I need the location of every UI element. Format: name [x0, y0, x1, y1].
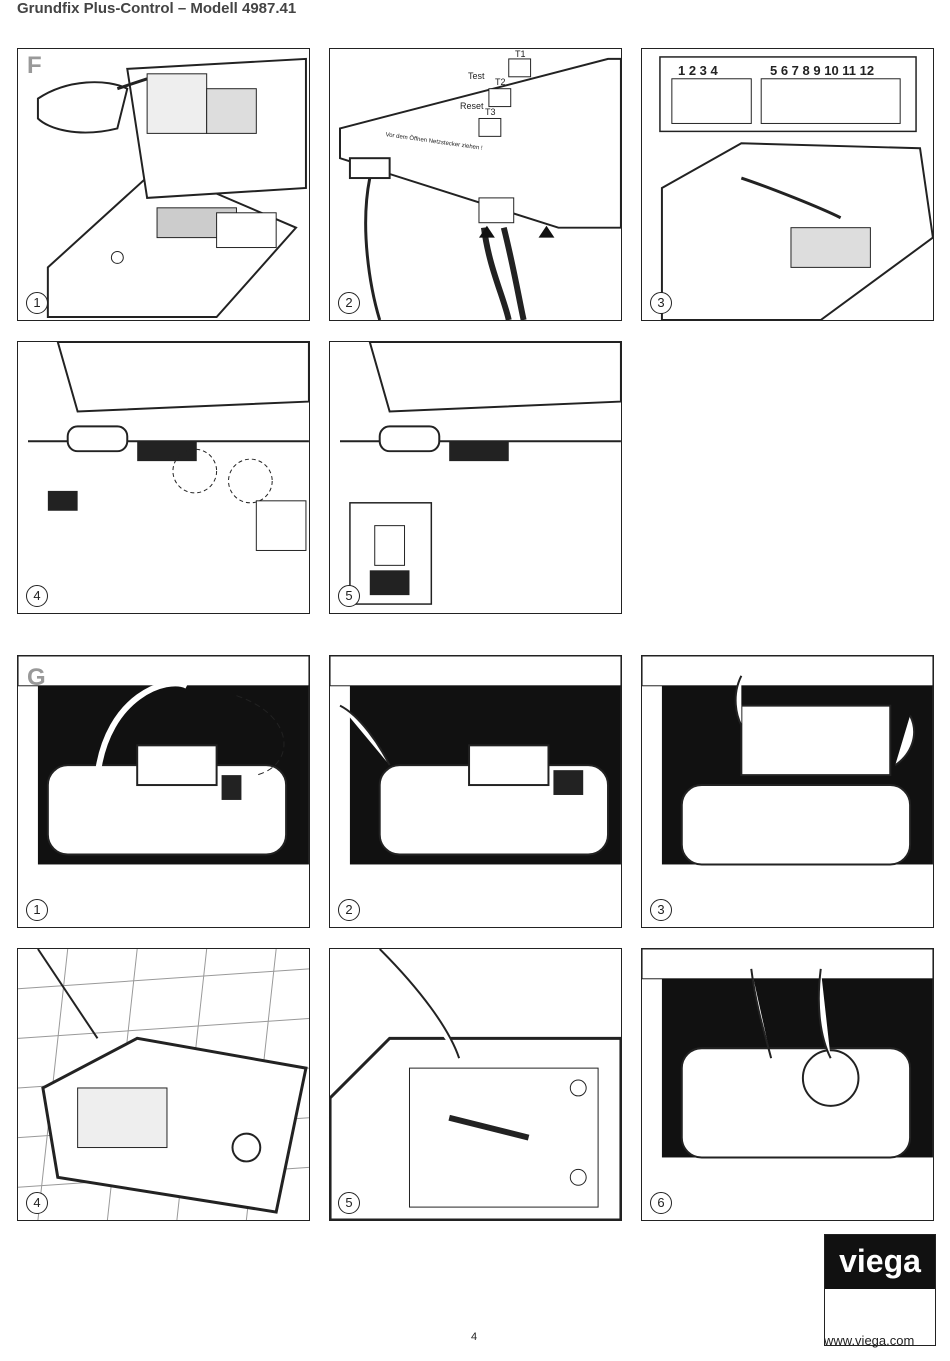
step-number: 2	[338, 292, 360, 314]
label-test: Test	[468, 71, 485, 81]
panel-g4: 4	[17, 948, 310, 1221]
illustration-pump-lift	[642, 656, 933, 866]
document-title: Grundfix Plus-Control – Modell 4987.41	[17, 0, 297, 17]
panel-f3: 1 2 3 4 5 6 7 8 9 10 11 12 3	[641, 48, 934, 321]
terminal-numbers-left: 1 2 3 4	[678, 63, 718, 78]
illustration-spring-removal	[330, 949, 621, 1220]
label-reset: Reset	[460, 101, 484, 111]
section-letter-f: F	[27, 52, 42, 79]
illustration-flap-insert	[642, 949, 933, 1159]
viega-logo: viega	[824, 1234, 936, 1346]
step-number: 6	[650, 1192, 672, 1214]
panel-f4: 4	[17, 341, 310, 614]
illustration-pump-in-pit	[18, 656, 309, 865]
step-number: 3	[650, 899, 672, 921]
section-letter-g: G	[27, 664, 46, 691]
page-number: 4	[471, 1331, 478, 1343]
label-t3: T3	[485, 107, 496, 117]
panel-f2: T1 Test T2 Reset T3 Vor dem Öffnen Netzs…	[329, 48, 622, 321]
step-number: 1	[26, 899, 48, 921]
illustration-connectors	[339, 57, 621, 320]
step-number: 4	[26, 585, 48, 607]
panel-g1: G 1	[17, 655, 310, 928]
step-number: 3	[650, 292, 672, 314]
step-number: 1	[26, 292, 48, 314]
step-number: 5	[338, 1192, 360, 1214]
illustration-control-box-open	[18, 49, 309, 320]
label-t1: T1	[515, 49, 526, 59]
panel-g3: 3	[641, 655, 934, 928]
panel-g5: 5	[329, 948, 622, 1221]
illustration-pump-cover	[330, 656, 621, 865]
illustration-board-jumper-detail	[340, 342, 621, 605]
illustration-terminal-block	[659, 56, 933, 320]
panel-g2: 2	[329, 655, 622, 928]
illustration-board-jumpers	[28, 342, 309, 551]
panel-f1: F 1	[17, 48, 310, 321]
terminal-numbers-right: 5 6 7 8 9 10 11 12	[770, 63, 875, 78]
website-url: www.viega.com	[824, 1333, 915, 1348]
step-number: 4	[26, 1192, 48, 1214]
illustration-open-housing	[18, 949, 309, 1220]
panel-f5: 5	[329, 341, 622, 614]
step-number: 5	[338, 585, 360, 607]
brand-name: viega	[825, 1235, 935, 1289]
panel-g6: 6	[641, 948, 934, 1221]
label-t2: T2	[495, 77, 506, 87]
step-number: 2	[338, 899, 360, 921]
